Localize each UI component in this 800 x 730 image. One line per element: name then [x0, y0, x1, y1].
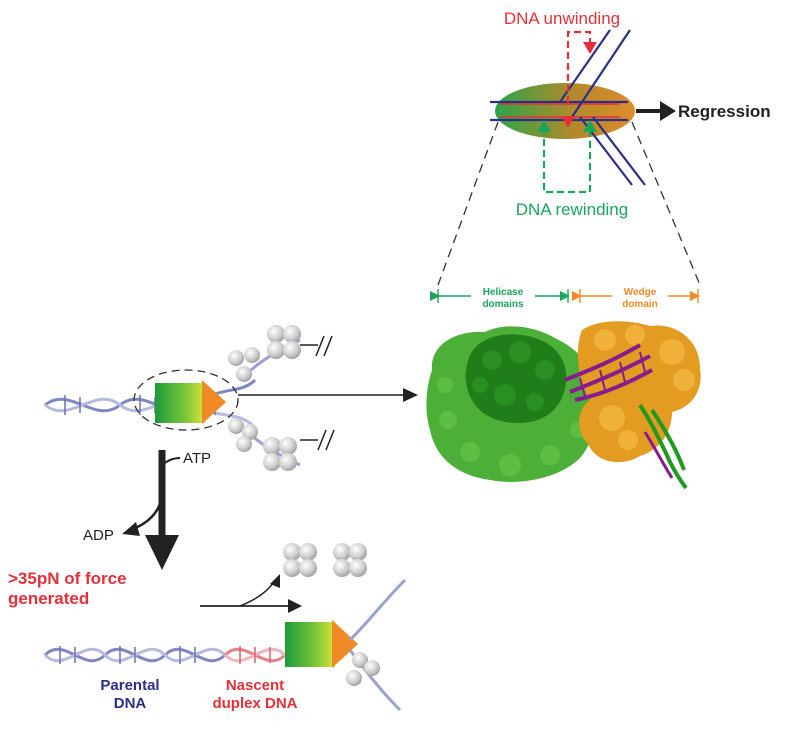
nascent-label-2: duplex DNA	[212, 695, 297, 712]
wedge-triangle	[202, 380, 226, 424]
wedge-label-1: Wedge	[624, 287, 657, 298]
ssb-cluster-lower	[228, 418, 297, 471]
force-label-1: >35pN of force	[8, 569, 127, 588]
inset-fork-strand-2	[571, 29, 631, 118]
regression-label: Regression	[678, 102, 771, 121]
helicase-label-2: domains	[482, 299, 524, 310]
dna-tail	[638, 403, 688, 490]
zoom-line-left	[437, 121, 499, 286]
zoom-ellipse	[133, 369, 239, 431]
wedge-triangle-bottom	[332, 620, 358, 668]
helicase-label-1: Helicase	[483, 287, 524, 298]
left-fork	[44, 325, 418, 471]
zoom-line-right	[631, 121, 701, 286]
big-down-arrowhead	[145, 535, 179, 570]
atp-label: ATP	[183, 450, 211, 467]
released-ssb-2	[333, 543, 367, 577]
lower-strand-end	[300, 429, 335, 451]
unwinding-arrow	[566, 30, 592, 103]
exit-strand-up	[348, 578, 407, 642]
ssb-bottom	[346, 652, 380, 686]
atp-branch	[161, 457, 181, 466]
helicase-box-bottom	[285, 622, 335, 667]
inset-fork-strand-4	[592, 116, 646, 186]
ssb-cluster-upper	[228, 325, 301, 382]
inset-schematic: DNA unwinding DNA rewinding Regression	[437, 9, 771, 286]
adp-label: ADP	[83, 527, 114, 544]
regression-arrowhead	[660, 101, 676, 121]
nascent-label-1: Nascent	[226, 677, 284, 694]
protein-structure	[426, 321, 701, 490]
rewinding-arrowhead-right	[583, 120, 597, 132]
parental-label-2: DNA	[114, 695, 147, 712]
bottom-regressed-fork: Parental DNA Nascent duplex DNA	[43, 543, 407, 712]
ssb-release-arrow	[239, 579, 276, 607]
rewinding-label: DNA rewinding	[516, 200, 628, 219]
rewinding-arrowhead-left	[537, 120, 551, 132]
mechanism: ATP ADP >35pN of force generated	[8, 450, 211, 608]
unwinding-arrowhead-top	[583, 42, 597, 54]
parental-label-1: Parental	[100, 677, 159, 694]
helicase-box	[155, 383, 205, 423]
wedge-label-2: domain	[622, 299, 658, 310]
force-label-2: generated	[8, 589, 89, 608]
unwinding-label: DNA unwinding	[504, 9, 620, 28]
upper-strand-end	[300, 335, 333, 357]
unwinding-arrowhead-center	[561, 116, 575, 128]
released-ssb-1	[283, 543, 317, 577]
protein-oval	[495, 83, 635, 139]
domain-labels: Helicase domains Wedge domain	[430, 286, 700, 310]
